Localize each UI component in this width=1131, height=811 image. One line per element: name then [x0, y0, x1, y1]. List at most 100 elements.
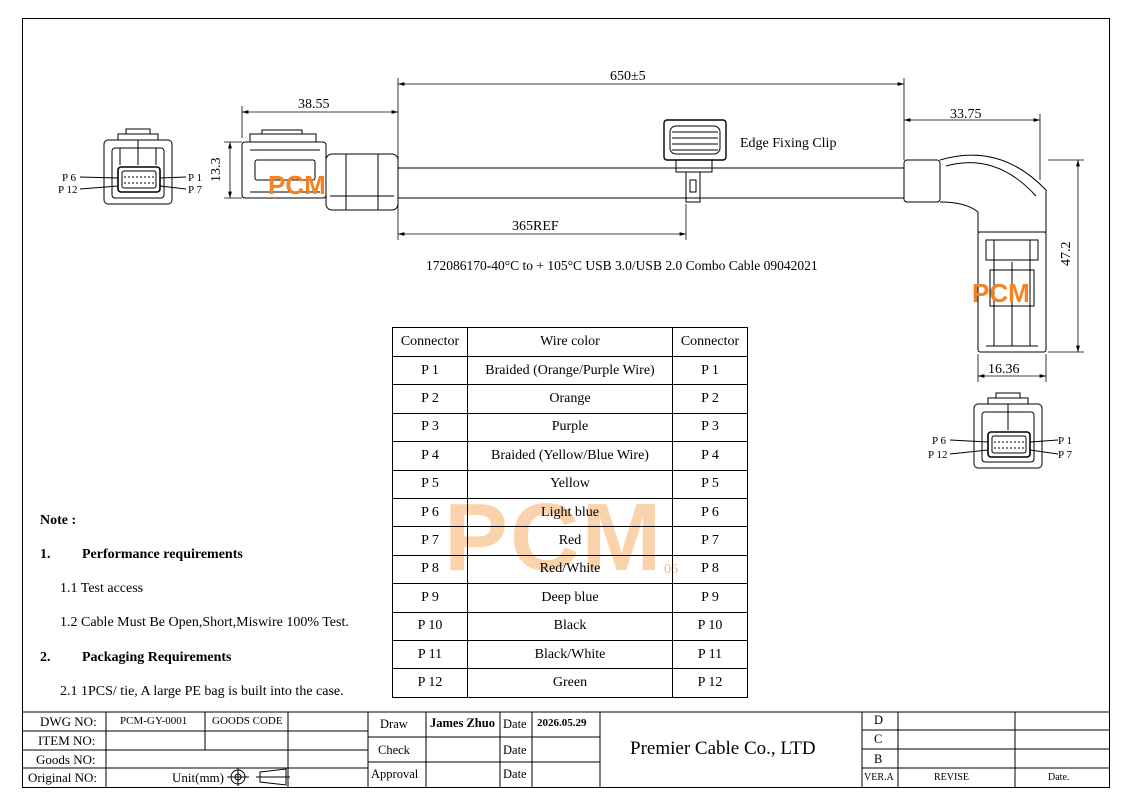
table-cell: P 11	[392, 639, 468, 670]
original-no-label: Original NO:	[28, 770, 97, 785]
approval-label: Approval	[371, 767, 419, 781]
draw-label: Draw	[380, 717, 408, 731]
table-cell: P 9	[392, 583, 468, 613]
table-cell: P 1	[392, 355, 468, 386]
left-pin-p6-label: P 6	[62, 172, 76, 184]
notes-section-1-title: Performance requirements	[82, 547, 243, 562]
table-cell: P 12	[672, 668, 748, 698]
table-cell: P 12	[392, 668, 468, 698]
revise-date-label: Date.	[1048, 772, 1070, 783]
dwg-no-label: DWG NO:	[40, 714, 97, 729]
left-pin-p12-label: P 12	[58, 184, 77, 196]
right-end-view-connector	[949, 392, 1059, 469]
table-cell: Braided (Yellow/Blue Wire)	[467, 441, 673, 471]
table-cell: P 2	[392, 384, 468, 414]
goods-no-label: Goods NO:	[36, 752, 96, 767]
table-cell: P 2	[672, 384, 748, 414]
version-label: VER.A	[864, 772, 894, 783]
dim-right-length: 33.75	[950, 107, 982, 122]
table-header-wire-color: Wire color	[467, 327, 673, 357]
right-pin-p12-label: P 12	[928, 449, 947, 461]
table-cell: Purple	[467, 412, 673, 443]
left-end-view-connector	[79, 128, 187, 205]
projection-symbol-icon	[227, 768, 290, 786]
table-cell: P 8	[672, 554, 748, 585]
dim-left-height: 13.3	[209, 158, 224, 183]
table-cell: Black	[467, 611, 673, 641]
watermark-left: PCM	[268, 170, 326, 200]
cable-body	[398, 167, 904, 199]
left-side-connector	[241, 129, 399, 211]
draw-date-label: Date	[503, 717, 527, 731]
table-header-connector-left: Connector	[392, 327, 468, 357]
table-cell: P 10	[672, 611, 748, 641]
revision-c: C	[874, 732, 883, 746]
drawing-title-part: 172086170	[426, 258, 487, 273]
right-pin-p6-label: P 6	[932, 435, 946, 447]
drawing-title-rest: 40°C to + 105°C USB 3.0/USB 2.0 Combo Ca…	[491, 258, 817, 273]
table-cell: P 11	[672, 639, 748, 670]
notes-section-2-title: Packaging Requirements	[82, 650, 232, 665]
left-pin-p1-label: P 1	[188, 172, 202, 184]
table-cell: Black/White	[467, 639, 673, 670]
table-cell: P 1	[672, 355, 748, 386]
draw-date: 2026.05.29	[537, 717, 587, 729]
revise-label: REVISE	[934, 772, 969, 783]
table-cell: P 9	[672, 583, 748, 613]
table-header-connector-right: Connector	[672, 327, 748, 357]
notes-section-1-number: 1.	[40, 547, 51, 562]
table-cell: P 5	[392, 469, 468, 499]
watermark-right: PCM	[972, 278, 1030, 308]
table-cell: P 7	[392, 526, 468, 556]
draw-name: James Zhuo	[430, 716, 495, 730]
table-cell: P 10	[392, 611, 468, 641]
right-pin-p7-label: P 7	[1058, 449, 1072, 461]
check-label: Check	[378, 743, 410, 757]
goods-code-label: GOODS CODE	[212, 715, 283, 727]
clip-label: Edge Fixing Clip	[740, 136, 836, 151]
notes-item-1-2: 1.2 Cable Must Be Open,Short,Miswire 100…	[60, 615, 349, 630]
table-cell: Deep blue	[467, 583, 673, 613]
drawing-sheet	[22, 18, 1110, 788]
table-cell: P 6	[392, 497, 468, 528]
table-cell: P 8	[392, 554, 468, 585]
notes-title: Note :	[40, 513, 77, 528]
dim-cable-length: 650±5	[610, 69, 646, 84]
table-cell: P 4	[392, 441, 468, 471]
dwg-no-value: PCM-GY-0001	[120, 715, 188, 727]
unit-label: Unit(mm)	[172, 770, 224, 785]
table-cell: Red/White	[467, 554, 673, 585]
table-cell: P 3	[392, 412, 468, 443]
approval-date-label: Date	[503, 767, 527, 781]
table-cell: Red	[467, 526, 673, 556]
table-cell: Orange	[467, 384, 673, 414]
title-block-grid	[22, 711, 1109, 788]
edge-fixing-clip	[663, 119, 727, 203]
table-cell: P 4	[672, 441, 748, 471]
table-cell: P 3	[672, 412, 748, 443]
dim-right-height: 47.2	[1059, 242, 1074, 267]
notes-item-1-1: 1.1 Test access	[60, 581, 144, 596]
revision-b: B	[874, 752, 883, 766]
left-pin-p7-label: P 7	[188, 184, 202, 196]
item-no-label: ITEM NO:	[38, 733, 96, 748]
notes-item-2-1: 2.1 1PCS/ tie, A large PE bag is built i…	[60, 684, 344, 699]
dimension-lines	[224, 78, 1084, 382]
table-cell: P 7	[672, 526, 748, 556]
dim-clip-position: 365REF	[512, 219, 559, 234]
drawing-title-dash: -	[487, 258, 492, 273]
dim-left-length: 38.55	[298, 97, 330, 112]
table-header-row: Connector Wire color Connector	[392, 327, 748, 357]
notes-section-2-number: 2.	[40, 650, 51, 665]
revision-d: D	[874, 713, 884, 727]
